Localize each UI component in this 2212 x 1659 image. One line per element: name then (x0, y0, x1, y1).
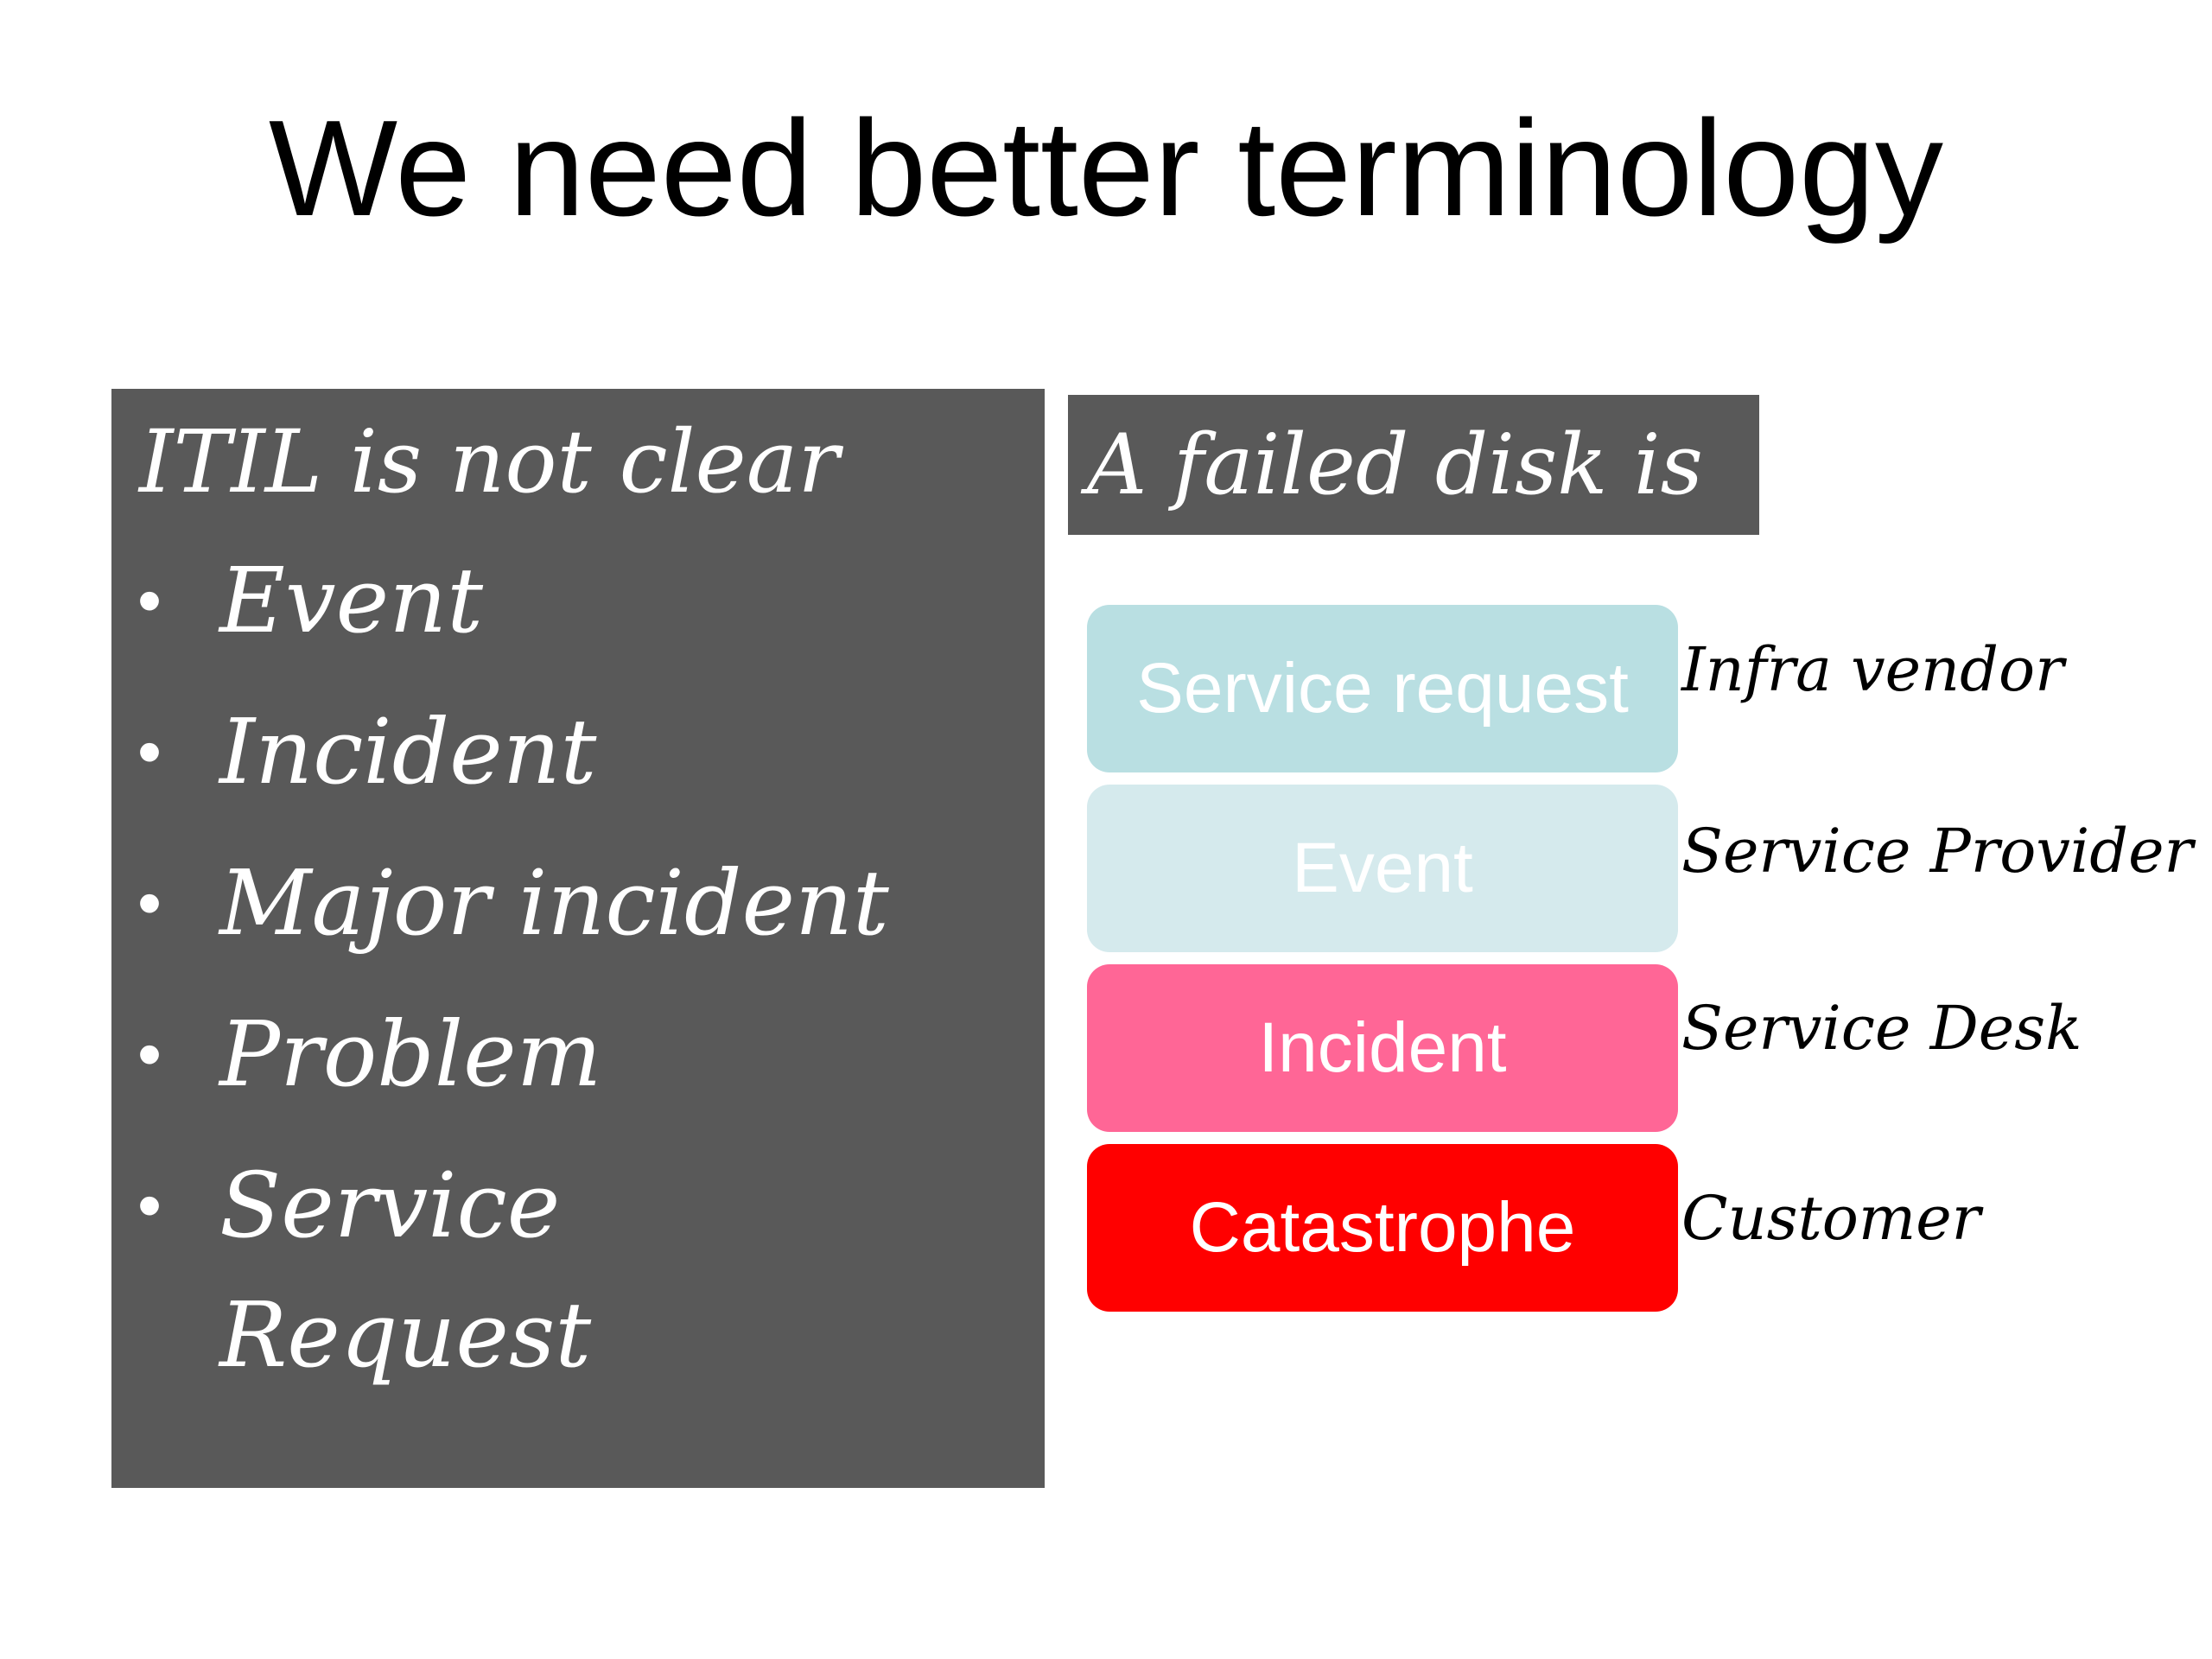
term-label: Problem (219, 1001, 602, 1107)
level-box-service-request: Service request (1087, 605, 1678, 772)
bullet-icon: • (137, 713, 162, 790)
failed-disk-heading: A failed disk is (1087, 416, 1703, 513)
failed-disk-heading-box: A failed disk is (1068, 395, 1759, 535)
itil-panel: ITIL is not clear • Event • Incident • Majo… (111, 389, 1045, 1488)
bullet-icon: • (137, 1015, 162, 1092)
term-label: Service Request (219, 1153, 592, 1388)
bullet-icon: • (137, 864, 162, 941)
level-box-event: Event (1087, 785, 1678, 952)
bullet-icon: • (137, 1166, 162, 1243)
level-owner-service-desk: Service Desk (1681, 993, 2082, 1064)
level-owner-service-provider: Service Provider (1681, 816, 2193, 887)
list-item: • Service Request (111, 1141, 703, 1400)
itil-term-list: • Event • Incident • Major incident • Proble… (111, 536, 1045, 1421)
list-item: • Problem (111, 989, 1045, 1119)
level-owner-customer: Customer (1681, 1183, 1981, 1254)
level-box-catastrophe: Catastrophe (1087, 1144, 1678, 1312)
level-box-incident: Incident (1087, 964, 1678, 1132)
list-item: • Major incident (111, 838, 1045, 968)
term-label: Incident (219, 699, 597, 804)
slide-title: We need better terminology (268, 92, 1944, 245)
list-item: • Event (111, 536, 1045, 665)
list-item: • Incident (111, 687, 1045, 817)
term-label: Event (219, 548, 483, 653)
bullet-icon: • (137, 562, 162, 639)
level-owner-infra-vendor: Infra vendor (1681, 634, 2064, 705)
itil-panel-heading: ITIL is not clear (139, 411, 840, 512)
term-label: Major incident (219, 850, 889, 956)
